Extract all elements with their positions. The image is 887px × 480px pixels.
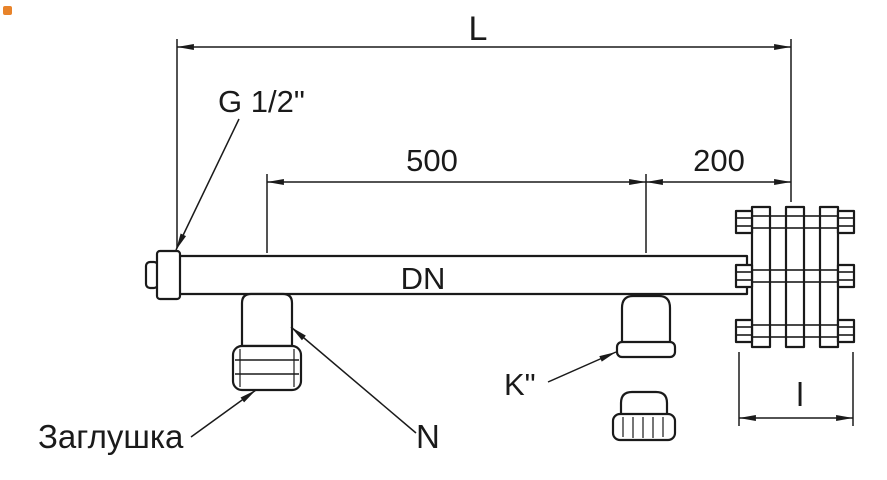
bolt-row-middle [734,263,856,289]
plug-label: Заглушка [38,418,184,455]
leader-line [190,389,257,438]
dimension-branch-spacing: 500 [266,143,647,253]
branch-cap-body [620,294,672,353]
bolt-nut-right [836,263,856,289]
loose-cap-ring [611,412,677,442]
leader-line [175,118,240,251]
bolt-nut-left [734,318,754,344]
orange-corner-marker [3,6,12,15]
callout-branch-thread: K" [504,351,617,402]
left-thread-label: G 1/2" [218,84,305,119]
pipe-dn-label: DN [401,261,446,296]
branch-fitting-k [615,294,677,359]
bolt-row-bottom [734,318,856,344]
dimension-end-offset: 200 [646,143,791,185]
bolt-nut-right [836,318,856,344]
bolt-nut-left [734,263,754,289]
leader-line [290,326,417,434]
dimension-flange-width: l [738,352,854,426]
callout-branch-n: N [290,326,440,455]
dimension-label-total-length: L [469,10,488,48]
dimension-label-500: 500 [406,143,458,178]
branch-boss [240,292,294,348]
dimension-total-length: L [176,10,792,248]
branch-thread-label: K" [504,367,536,402]
fitting-body [155,249,182,301]
bolt-nut-left [734,209,754,235]
flange-plate [784,205,806,349]
dimension-label-flange-width: l [796,376,803,413]
branch-fitting-plug [231,292,303,392]
callout-left-thread: G 1/2" [175,84,305,251]
callout-plug: Заглушка [38,389,257,455]
loose-cap [611,390,677,442]
flange-assembly [734,205,856,349]
leader-line [547,351,617,383]
bolt-nut-right [836,209,856,235]
branch-cap-lip [615,340,677,359]
loose-cap-dome [619,390,669,418]
pipe-outline [177,254,749,296]
bolt-row-top [734,209,856,235]
left-end-fitting [144,249,182,301]
plug-cap-body [231,344,303,392]
branch-n-label: N [416,418,440,455]
dimension-label-200: 200 [693,143,745,178]
pipe-body: DN [177,254,749,296]
